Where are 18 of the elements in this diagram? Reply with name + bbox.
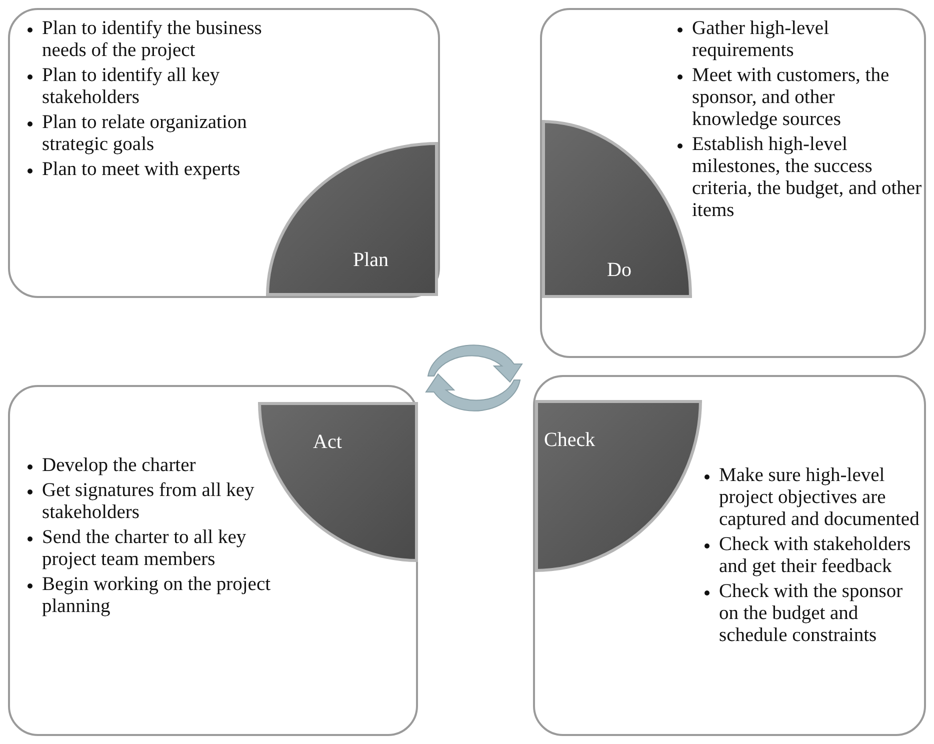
rounded-panel bbox=[8, 8, 440, 298]
phase-label: Act bbox=[313, 431, 342, 454]
phase-label: Check bbox=[544, 429, 596, 452]
bullet-item: Check with the sponsor on the budget and schedule constraints bbox=[719, 581, 923, 648]
bullet-item: Make sure high-level project objectives are captured and documented bbox=[719, 465, 923, 532]
bullet-item: Meet with customers, the sponsor, and other knowledge sources bbox=[692, 65, 924, 132]
bullet-item: Gather high-level requirements bbox=[692, 18, 924, 62]
rounded-panel bbox=[533, 375, 926, 736]
rounded-panel bbox=[8, 385, 418, 736]
bullet-item: Begin working on the project planning bbox=[42, 574, 286, 618]
bullet-item: Plan to identify all key stakeholders bbox=[42, 65, 294, 110]
phase-label: Do bbox=[607, 259, 632, 282]
bullet-item: Plan to relate organization strategic goals bbox=[42, 112, 294, 156]
bullet-item: Check with stakeholders and get their feedback bbox=[719, 534, 923, 578]
bullet-item: Plan to identify the business needs of the project bbox=[42, 18, 294, 62]
rounded-panel bbox=[540, 8, 926, 358]
bullet-item: Establish high-level milestones, the success criteria, the budget, and other items bbox=[692, 134, 924, 222]
phase-label: Plan bbox=[353, 249, 389, 272]
